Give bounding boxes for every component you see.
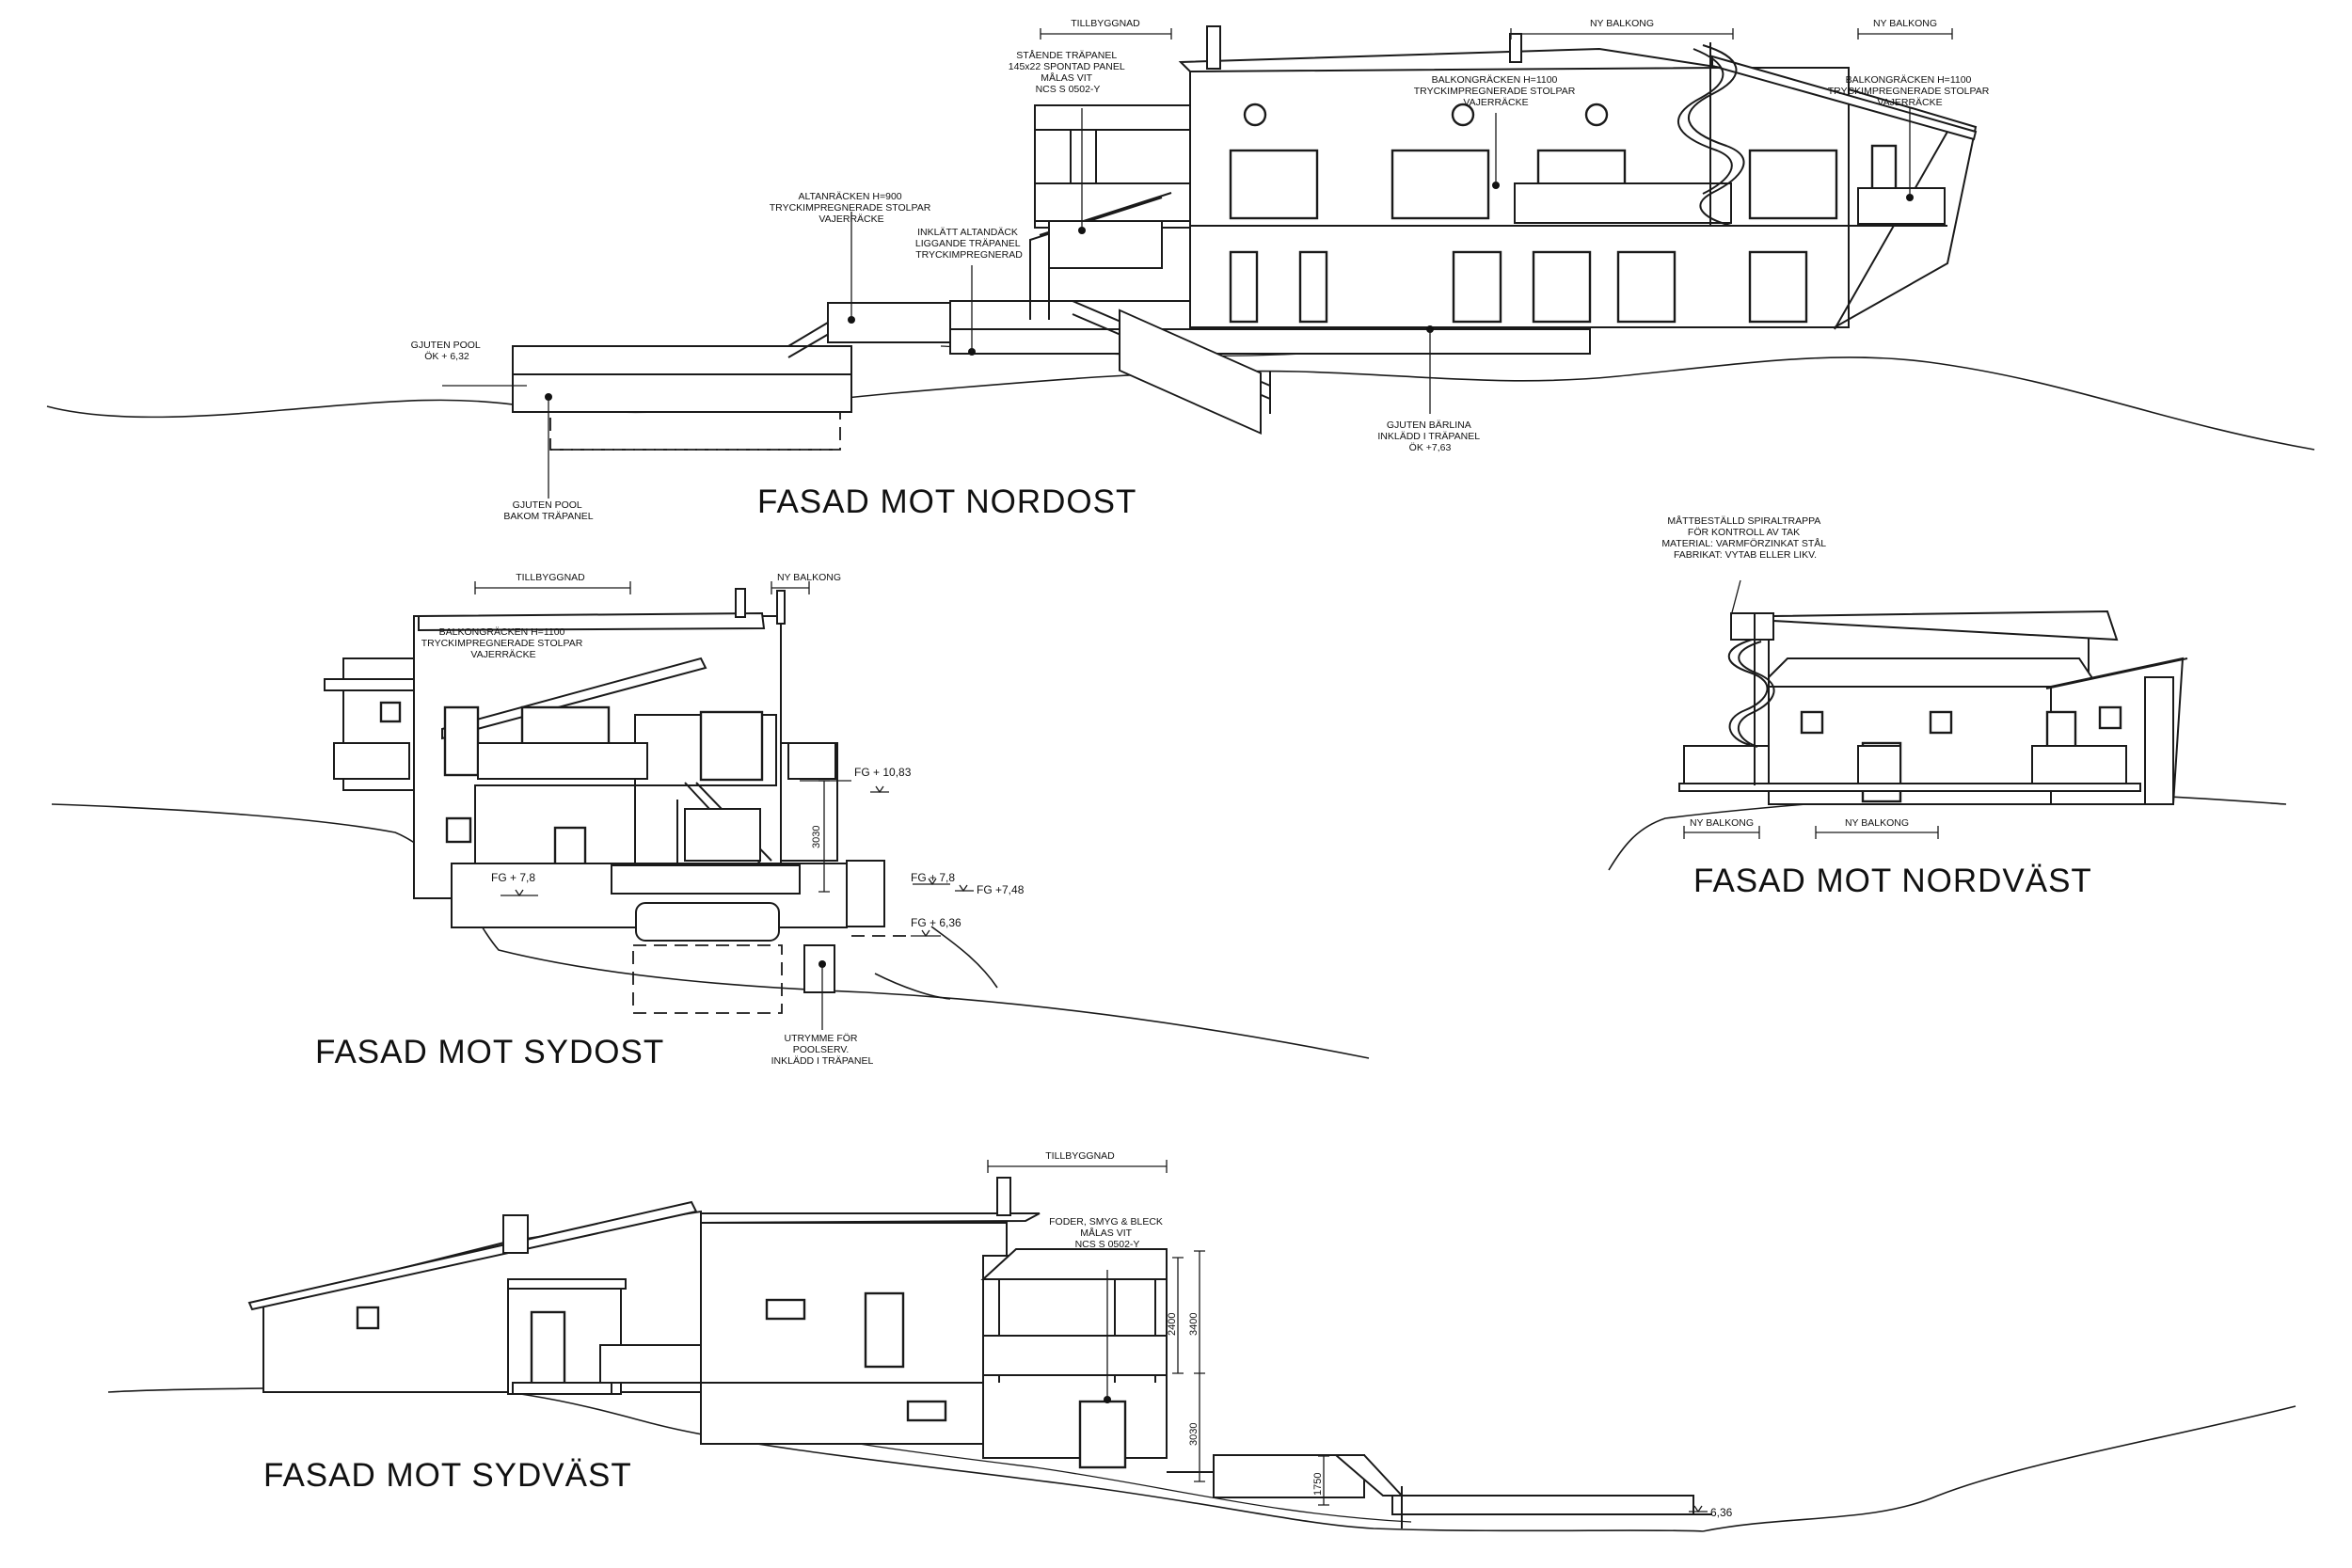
elevation-sydvast: TILLBYGGNAD FODER, SMYG & BLECK MÅLAS VI… — [107, 1150, 2296, 1532]
chimney-1 — [1206, 25, 1221, 70]
fg-78-left: FG + 7,8 — [491, 871, 535, 884]
dim-2400: 2400 — [1167, 1313, 1178, 1336]
pergola — [1034, 104, 1191, 131]
ny-balkong-center — [1857, 745, 1901, 784]
balcony-left — [599, 1344, 705, 1384]
middle-house — [700, 1222, 1008, 1384]
fg-78-right: FG + 7,8 — [911, 871, 955, 884]
tillbyggnad-label: TILLBYGGNAD — [516, 572, 585, 583]
pool-behind-note: GJUTEN POOL BAKOM TRÄPANEL — [503, 499, 593, 522]
spiral-note: MÅTTBESTÄLLD SPIRALTRAPPA FÖR KONTROLL A… — [1661, 515, 1828, 561]
tillbyggnad-label: TILLBYGGNAD — [1071, 18, 1140, 29]
title-nordvast: FASAD MOT NORDVÄST — [1693, 863, 2092, 899]
pool-deck — [1213, 1454, 1365, 1498]
fg-636: FG + 6,36 — [911, 916, 961, 929]
pool-note: GJUTEN POOL ÖK + 6,32 — [411, 340, 484, 362]
utrymme-note: UTRYMME FÖR POOLSERV. INKLÄDD I TRÄPANEL — [771, 1033, 874, 1067]
pergola — [980, 1248, 1168, 1280]
left-roof — [247, 1200, 698, 1311]
ny-balkong-right — [2031, 745, 2127, 784]
balcony-note-2: BALKONGRÄCKEN H=1100 TRYCKIMPREGNERADE S… — [1828, 74, 1992, 108]
barlina-note: GJUTEN BÄRLINA INKLÄDD I TRÄPANEL ÖK +7,… — [1377, 420, 1482, 453]
altan-rail-note: ALTANRÄCKEN H=900 TRYCKIMPREGNERADE STOL… — [770, 191, 933, 225]
ny-balkong — [1514, 182, 1732, 224]
spiral-stair — [1727, 612, 1775, 785]
title-sydost: FASAD MOT SYDOST — [315, 1034, 664, 1070]
panel-note: STÅENDE TRÄPANEL 145x22 SPONTAD PANEL MÅ… — [1009, 49, 1127, 95]
pool-rail — [1391, 1495, 1694, 1515]
ny-balkong-label-2: NY BALKONG — [1873, 18, 1937, 29]
pool-wall — [512, 373, 852, 413]
fg-1083: FG + 10,83 — [854, 766, 912, 779]
lower-deck-skirt — [949, 328, 1591, 355]
ny-balkong-label-1: NY BALKONG — [1690, 817, 1754, 829]
balcony-right — [787, 742, 836, 780]
title-sydvast: FASAD MOT SYDVÄST — [263, 1457, 632, 1494]
balcony-note-1: BALKONGRÄCKEN H=1100 TRYCKIMPREGNERADE S… — [1414, 74, 1578, 108]
elevation-nordvast: MÅTTBESTÄLLD SPIRALTRAPPA FÖR KONTROLL A… — [1608, 515, 2287, 899]
title-nordost: FASAD MOT NORDOST — [757, 483, 1136, 520]
chimney-spiral — [502, 1214, 529, 1254]
ny-balkong-right — [1857, 187, 1946, 225]
balcony-center — [477, 742, 648, 780]
dim-3400: 3400 — [1188, 1313, 1200, 1336]
tillbyggnad-label: TILLBYGGNAD — [1045, 1150, 1115, 1162]
elevation-sydost: TILLBYGGNAD NY BALKONG BALKONGRÄCKEN H=1… — [51, 572, 1370, 1070]
pool-opening — [635, 902, 780, 942]
altan-rail-upper — [1034, 182, 1191, 222]
balcony-left — [333, 742, 410, 780]
spiral-stair — [1677, 42, 1745, 227]
balcony-ext — [982, 1335, 1168, 1376]
fg-748: FG +7,48 — [977, 883, 1025, 896]
ny-balkong-label: NY BALKONG — [777, 572, 841, 583]
ny-balkong-label-1: NY BALKONG — [1590, 18, 1654, 29]
roof-lean — [441, 657, 707, 740]
pool-service-door — [803, 944, 835, 993]
pool-outline — [632, 944, 783, 1014]
ground-line — [51, 803, 1370, 1059]
ny-balkong-label-2: NY BALKONG — [1845, 817, 1909, 829]
dim-1750: 1750 — [1312, 1473, 1324, 1496]
elevation-nordost: TILLBYGGNAD NY BALKONG NY BALKONG STÅEND… — [46, 18, 2315, 522]
dim-3030: 3030 — [1188, 1423, 1200, 1446]
pool-deck — [512, 345, 852, 375]
balcony-note: BALKONGRÄCKEN H=1100 TRYCKIMPREGNERADE S… — [421, 626, 585, 660]
level-636: 6,36 — [1710, 1506, 1733, 1519]
foder-note: FODER, SMYG & BLECK MÅLAS VIT NCS S 0502… — [1049, 1216, 1166, 1250]
altan-deck-note: INKLÄTT ALTANDÄCK LIGGANDE TRÄPANEL TRYC… — [915, 227, 1023, 261]
main-roof — [1178, 47, 1723, 73]
gable-roof — [1768, 657, 2100, 688]
dim-3030: 3030 — [811, 826, 822, 848]
roof-left — [418, 611, 766, 632]
chimney-2 — [1509, 33, 1522, 63]
ny-balkong-left — [1683, 745, 1770, 784]
